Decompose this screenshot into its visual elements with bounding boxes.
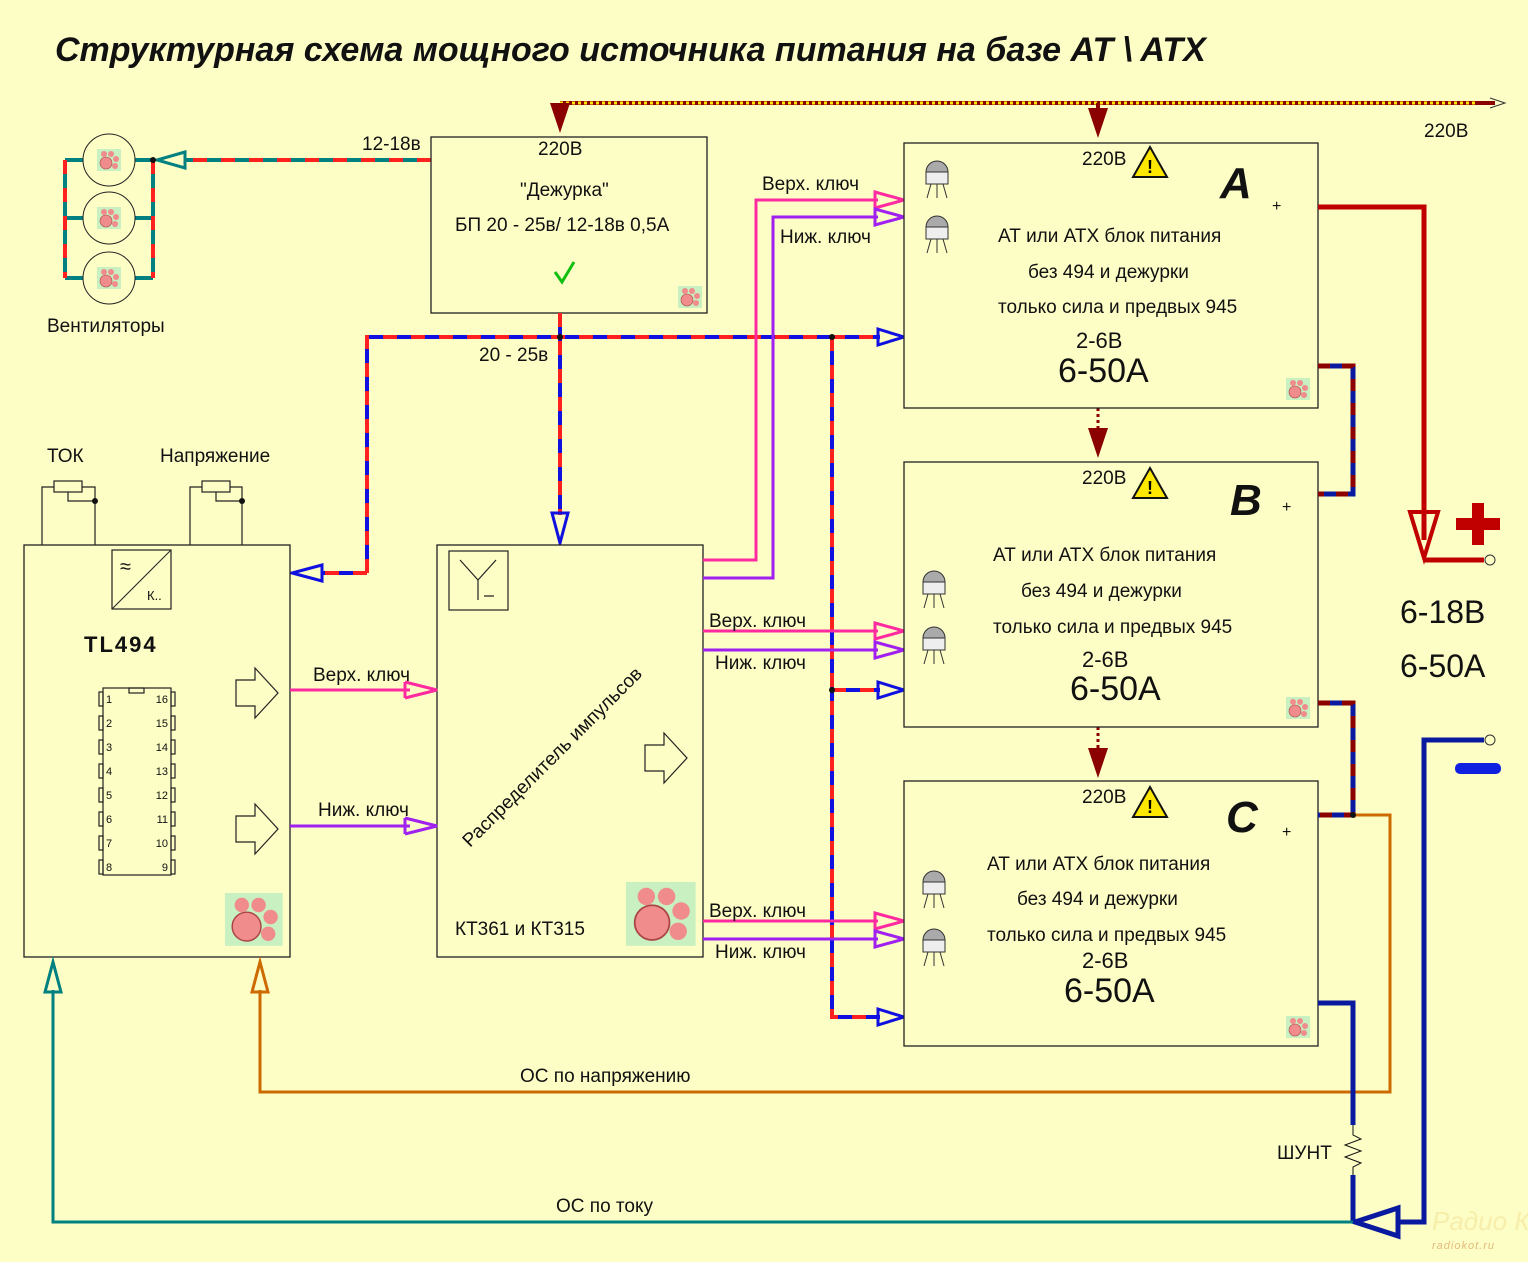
fans-voltage-label: 12-18в <box>362 134 421 155</box>
psu-description: без 494 и дежурки <box>1017 889 1178 910</box>
fan-icon <box>82 133 136 187</box>
pin-label: 5 <box>106 790 112 802</box>
svg-text:К..: К.. <box>147 588 162 603</box>
plus-terminal-icon <box>1456 503 1500 545</box>
mains-line <box>550 97 1507 778</box>
check-icon <box>553 261 576 285</box>
pin-label: 7 <box>106 838 112 850</box>
c-upper-key-label: Верх. ключ <box>709 901 806 922</box>
output-current: 6-50А <box>1400 648 1486 684</box>
c-lower-key-label: Ниж. ключ <box>715 942 806 963</box>
current-feedback-label: ОС по току <box>556 1196 653 1217</box>
psu-mains-label: 220В <box>1082 149 1126 170</box>
shunt-label: ШУНТ <box>1277 1143 1332 1164</box>
psu-description: без 494 и дежурки <box>1028 262 1189 283</box>
minus-terminal-icon <box>1455 763 1501 774</box>
psu-letter: B <box>1230 476 1262 525</box>
fan-icon <box>82 191 136 245</box>
psu-current: 6-50А <box>1058 352 1149 390</box>
pin-label: 15 <box>156 718 168 730</box>
psu-plus-label: + <box>1282 824 1291 841</box>
b-upper-key-label: Верх. ключ <box>709 611 806 632</box>
watermark-logo: Радио КОТ radiokot.ru <box>1432 1206 1528 1252</box>
tl494-block: ≈ К.. TL494 1 16 2 15 3 14 4 13 5 12 6 11 7 10 8 9 <box>23 544 291 958</box>
b-lower-key-label: Ниж. ключ <box>715 653 806 674</box>
psu-description: только сила и предвых 945 <box>998 297 1237 318</box>
voltage-feedback-label: ОС по напряжению <box>520 1066 691 1087</box>
psu-block-c: 220В C + АТ или АТХ блок питания без 494 и д… <box>903 780 1319 1047</box>
pin-label: 9 <box>162 862 168 874</box>
a-upper-key-label: Верх. ключ <box>762 174 859 195</box>
psu-current: 6-50А <box>1070 670 1161 708</box>
a-lower-key-label: Ниж. ключ <box>780 227 871 248</box>
paw-logo-icon <box>677 285 703 309</box>
psu-voltage: 2-6В <box>1082 647 1128 672</box>
psu-plus-label: + <box>1282 499 1291 516</box>
psu-voltage: 2-6В <box>1076 328 1122 353</box>
output-wiring <box>43 204 1496 1240</box>
standby-psu: 220В "Дежурка" БП 20 - 25в/ 12-18в 0,5А <box>430 136 708 314</box>
pin-label: 6 <box>106 814 112 826</box>
diagram-title: Структурная схема мощного источника пита… <box>55 31 1208 69</box>
pin-label: 3 <box>106 742 112 754</box>
standby-spec: БП 20 - 25в/ 12-18в 0,5А <box>455 215 670 236</box>
tl-lower-key-label: Ниж. ключ <box>318 800 409 821</box>
psu-current: 6-50А <box>1064 972 1155 1010</box>
psu-description: АТ или АТХ блок питания <box>987 854 1210 875</box>
psu-description: только сила и предвых 945 <box>987 925 1226 946</box>
psu-letter: C <box>1226 793 1259 842</box>
pin-label: 11 <box>157 814 168 826</box>
pin-label: 8 <box>106 862 112 874</box>
psu-mains-label: 220В <box>1082 787 1126 808</box>
current-control-label: ТОК <box>47 446 84 467</box>
output-voltage: 6-18В <box>1400 594 1485 630</box>
voltage-control-label: Напряжение <box>160 446 270 467</box>
pin-label: 16 <box>156 694 168 706</box>
fan-icon <box>82 251 136 305</box>
psu-description: АТ или АТХ блок питания <box>993 545 1216 566</box>
potentiometers[interactable] <box>41 480 245 545</box>
pin-label: 2 <box>106 718 112 730</box>
psu-description: без 494 и дежурки <box>1021 581 1182 602</box>
bus-label: 20 - 25в <box>479 345 548 366</box>
psu-voltage: 2-6В <box>1082 948 1128 973</box>
standby-mains: 220В <box>538 139 582 160</box>
psu-block-a: 220В A + АТ или АТХ блок питания без 494 и д… <box>903 142 1319 409</box>
tl494-label: TL494 <box>84 632 158 657</box>
key-signals <box>290 190 910 949</box>
pin-label: 13 <box>156 766 168 778</box>
svg-text:Радио КОТ: Радио КОТ <box>1432 1206 1528 1236</box>
psu-plus-label: + <box>1272 198 1281 215</box>
pin-label: 12 <box>156 790 168 802</box>
svg-text:≈: ≈ <box>120 556 131 578</box>
power-bus <box>286 313 910 1028</box>
distributor-parts: КТ361 и КТ315 <box>455 919 585 940</box>
paw-logo-icon <box>1285 377 1311 401</box>
psu-letter: A <box>1219 159 1252 208</box>
tl-upper-key-label: Верх. ключ <box>313 665 410 686</box>
fans <box>63 133 431 305</box>
paw-logo-icon <box>1285 1015 1311 1039</box>
pulse-distributor: Распределитель импульсов КТ361 и КТ315 <box>436 544 704 958</box>
standby-name: "Дежурка" <box>520 180 609 201</box>
svg-text:radiokot.ru: radiokot.ru <box>1432 1240 1495 1252</box>
pin-label: 14 <box>156 742 168 754</box>
fans-label: Вентиляторы <box>47 316 165 337</box>
psu-description: АТ или АТХ блок питания <box>998 226 1221 247</box>
psu-description: только сила и предвых 945 <box>993 617 1232 638</box>
psu-mains-label: 220В <box>1082 468 1126 489</box>
pin-label: 10 <box>156 838 168 850</box>
psu-block-b: 220В B + АТ или АТХ блок питания без 494 и д… <box>903 461 1319 728</box>
pin-label: 4 <box>106 766 112 778</box>
paw-logo-icon <box>1285 696 1311 720</box>
pin-label: 1 <box>106 694 112 706</box>
mains-label: 220В <box>1424 121 1468 142</box>
